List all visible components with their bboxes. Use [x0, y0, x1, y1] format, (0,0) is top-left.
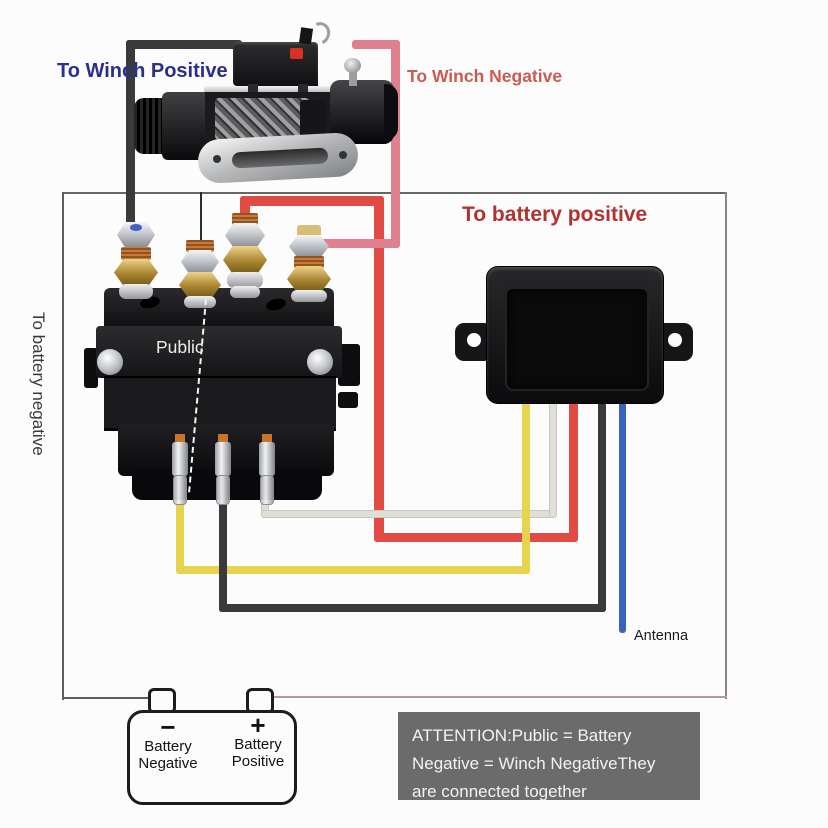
wire-red-bottom-horizontal — [374, 533, 578, 542]
battery-positive-label-line2: Positive — [231, 753, 285, 770]
label-to-winch-positive: To Winch Positive — [57, 60, 228, 82]
terminal1-blue-mark — [130, 224, 142, 231]
battery-positive-label-line1: Battery — [234, 736, 282, 753]
battery-loop-left-line — [62, 192, 64, 700]
solenoid-right-tab — [338, 392, 358, 408]
solenoid-left-tab — [84, 348, 98, 388]
winch-right-end-cap — [384, 84, 398, 140]
battery-negative-tab — [148, 688, 176, 714]
terminal3-washer — [227, 272, 263, 288]
spade1-tip — [173, 475, 187, 505]
winch — [120, 18, 410, 185]
wire-blue-antenna — [619, 396, 626, 633]
wire-black-spade-stub — [219, 496, 227, 612]
battery-positive-column: + Battery Positive — [216, 710, 300, 770]
winch-remote-box — [233, 42, 318, 86]
wire-red-terminal-vertical — [240, 196, 250, 224]
wire-yellow-spade-stub — [176, 496, 184, 574]
spade3-sleeve — [259, 442, 275, 476]
wire-yellow-receiver-stub — [522, 396, 530, 574]
wire-winch-positive-vertical — [126, 40, 135, 226]
terminal2-washer — [184, 296, 216, 308]
receiver-ear-left-hole — [467, 333, 481, 347]
wire-black-receiver-stub — [598, 396, 606, 612]
terminal2-silver-nut — [181, 250, 219, 274]
receiver-panel — [505, 287, 649, 391]
solenoid-screw-left — [97, 349, 123, 375]
label-to-winch-negative: To Winch Negative — [407, 66, 563, 86]
terminal3-copper-ring — [232, 213, 258, 225]
battery-loop-bottom-left-line — [62, 697, 152, 699]
terminal3-silver-nut — [225, 223, 265, 248]
wire-white-horizontal — [261, 510, 556, 518]
solenoid-upper-body — [96, 326, 342, 378]
label-public: Public — [156, 337, 204, 357]
battery-loop-right-line — [725, 192, 727, 699]
terminal3-brass-nut — [223, 246, 267, 274]
terminal4-brass-nut — [287, 266, 331, 292]
terminal1-brass-nut — [114, 259, 158, 286]
terminal2-copper-ring — [186, 240, 214, 252]
terminal4-silver-nut — [289, 235, 329, 258]
wire-red-main-vertical — [374, 196, 384, 542]
terminal2-brass-nut — [179, 272, 221, 298]
wire-yellow-horizontal — [176, 566, 530, 574]
attention-line3: are connected together — [412, 782, 587, 801]
label-antenna: Antenna — [634, 628, 689, 644]
winch-fairlead-bolt — [339, 151, 347, 159]
winch-knob-stem — [349, 70, 357, 86]
receiver-ear-right-hole — [668, 333, 682, 347]
terminal4-washer — [291, 290, 327, 302]
terminal3-base — [230, 286, 260, 298]
spade3-insert — [262, 434, 272, 448]
wire-red-top-horizontal — [240, 196, 384, 206]
battery-negative-symbol: − — [160, 712, 176, 742]
label-to-battery-negative: To battery negative — [29, 312, 48, 456]
battery-negative-column: − Battery Negative — [126, 712, 210, 772]
attention-line2: Negative = Winch NegativeThey — [412, 754, 656, 773]
wire-white-receiver-stub — [549, 396, 557, 518]
spade1-insert — [175, 434, 185, 448]
terminal4-gold-cap — [297, 225, 321, 237]
winch-knob — [344, 58, 361, 73]
wire-winch-positive-horizontal — [126, 40, 242, 49]
spade3-tip — [260, 475, 274, 505]
wire-winch-negative-vertical — [391, 40, 400, 248]
battery-box — [127, 710, 297, 805]
attention-note: ATTENTION:Public = Battery Negative = Wi… — [398, 712, 700, 801]
spade1-sleeve — [172, 442, 188, 476]
spade2-insert — [218, 434, 228, 448]
terminal1-copper-ring — [121, 247, 151, 260]
winch-fairlead-bolt — [213, 155, 221, 163]
spade2-sleeve — [215, 442, 231, 476]
wire-winch-negative-horizontal-bottom — [316, 239, 400, 248]
terminal4-copper-ring — [294, 256, 324, 268]
public-terminal-drop-line — [200, 192, 202, 244]
battery-positive-thin-line — [272, 696, 727, 698]
battery-positive-symbol: + — [250, 710, 266, 740]
winch-rope — [215, 98, 310, 140]
attention-line1: ATTENTION:Public = Battery — [412, 726, 632, 745]
wire-black-horizontal — [219, 604, 606, 612]
solenoid-mid-body — [104, 376, 336, 431]
solenoid-right-tab — [338, 344, 360, 386]
terminal1-washer — [119, 284, 153, 299]
wire-red-receiver-stub — [569, 396, 578, 542]
winch-remote-button — [290, 48, 303, 59]
battery-negative-label-line1: Battery — [144, 738, 192, 755]
wire-winch-negative-horizontal-top — [352, 40, 400, 49]
solenoid-screw-right — [307, 349, 333, 375]
spade2-tip — [216, 475, 230, 505]
battery-negative-label-line2: Negative — [138, 755, 198, 772]
label-to-battery-positive: To battery positive — [462, 203, 648, 226]
